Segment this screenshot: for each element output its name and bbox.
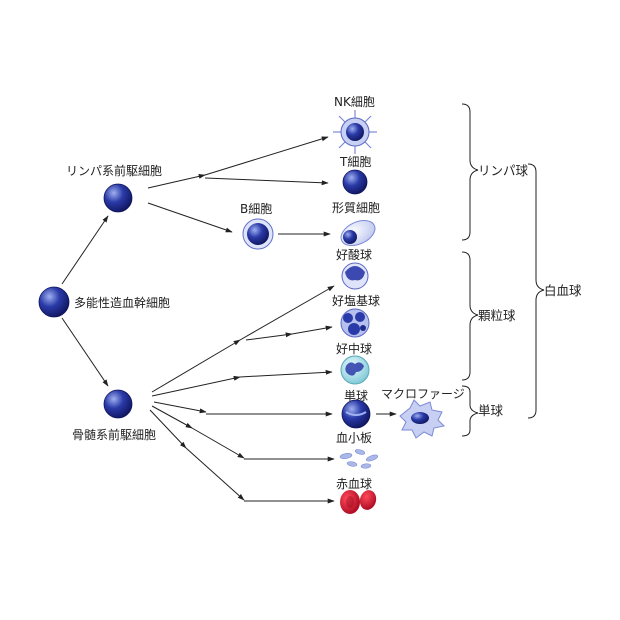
myeloid-progenitor-label: 骨髄系前駆細胞 <box>72 428 157 442</box>
arrow-lymphoid-to-nk-2 <box>204 136 329 176</box>
lymphoid-progenitor-cell <box>103 183 133 213</box>
monocyte-label: 単球 <box>344 389 369 403</box>
arrow-myeloid-to-neutrophil <box>151 375 241 397</box>
arrow-myeloid-to-monocyte <box>153 401 207 414</box>
t-cell-label: T細胞 <box>340 155 372 169</box>
plasma-cell <box>340 219 376 247</box>
arrow-myeloid-to-platelet-2 <box>191 427 245 459</box>
lymphoid-progenitor-label: リンパ系前駆細胞 <box>66 164 163 178</box>
hsc-label: 多能性造血幹細胞 <box>74 296 171 310</box>
leukocyte-bracket <box>527 163 545 419</box>
neutrophil-label: 好中球 <box>336 342 373 356</box>
arrow-myeloid-to-basophil <box>245 332 293 341</box>
myeloid-progenitor-cell <box>103 389 133 419</box>
granulocyte-group-label: 顆粒球 <box>478 308 516 323</box>
arrows <box>61 136 397 504</box>
monocyte-group-label: 単球 <box>478 403 504 418</box>
monocyte-bracket <box>461 385 479 437</box>
nk-cell <box>333 110 377 154</box>
arrow-myeloid-to-eosinophil <box>151 339 241 393</box>
hsc-cell <box>38 286 70 318</box>
brackets <box>461 103 545 437</box>
t-cell <box>342 169 368 195</box>
b-cell <box>242 218 274 250</box>
platelet-label: 血小板 <box>336 431 373 445</box>
granulocyte-bracket <box>461 251 479 381</box>
leukocyte-group-label: 白血球 <box>544 283 582 298</box>
arrow-myeloid-to-neutrophil-2 <box>239 369 333 378</box>
macrophage <box>399 399 446 439</box>
arrow-lymphoid-to-b <box>147 202 233 233</box>
platelets <box>339 449 378 469</box>
eosinophil <box>341 262 369 290</box>
arrow-lymphoid-to-t <box>204 177 329 186</box>
lymphocyte-group-label: リンパ球 <box>478 163 529 178</box>
arrow-myeloid-to-erythrocyte-2 <box>185 447 245 501</box>
basophil <box>340 308 370 338</box>
arrow-lymphoid-to-nk <box>147 174 206 189</box>
arrow-myeloid-to-eosinophil-2 <box>239 285 335 341</box>
basophil-label: 好塩基球 <box>332 294 381 308</box>
monocyte <box>341 399 371 429</box>
nk-cell-label: NK細胞 <box>334 95 375 109</box>
neutrophil <box>340 355 370 385</box>
arrow-myeloid-to-platelet <box>151 405 193 429</box>
lymphocyte-bracket <box>461 103 479 241</box>
erythrocyte-label: 赤血球 <box>336 477 373 491</box>
b-cell-label: B細胞 <box>240 202 273 216</box>
erythrocytes <box>340 490 377 514</box>
eosinophil-label: 好酸球 <box>336 248 373 262</box>
arrow-myeloid-to-erythrocyte <box>149 409 187 449</box>
arrow-myeloid-to-basophil-2 <box>291 325 333 335</box>
arrow-hsc-to-lymphoid <box>61 215 109 285</box>
plasma-cell-label: 形質細胞 <box>332 201 381 215</box>
arrow-hsc-to-myeloid <box>61 317 109 387</box>
macrophage-label: マクロファージ <box>381 387 465 401</box>
